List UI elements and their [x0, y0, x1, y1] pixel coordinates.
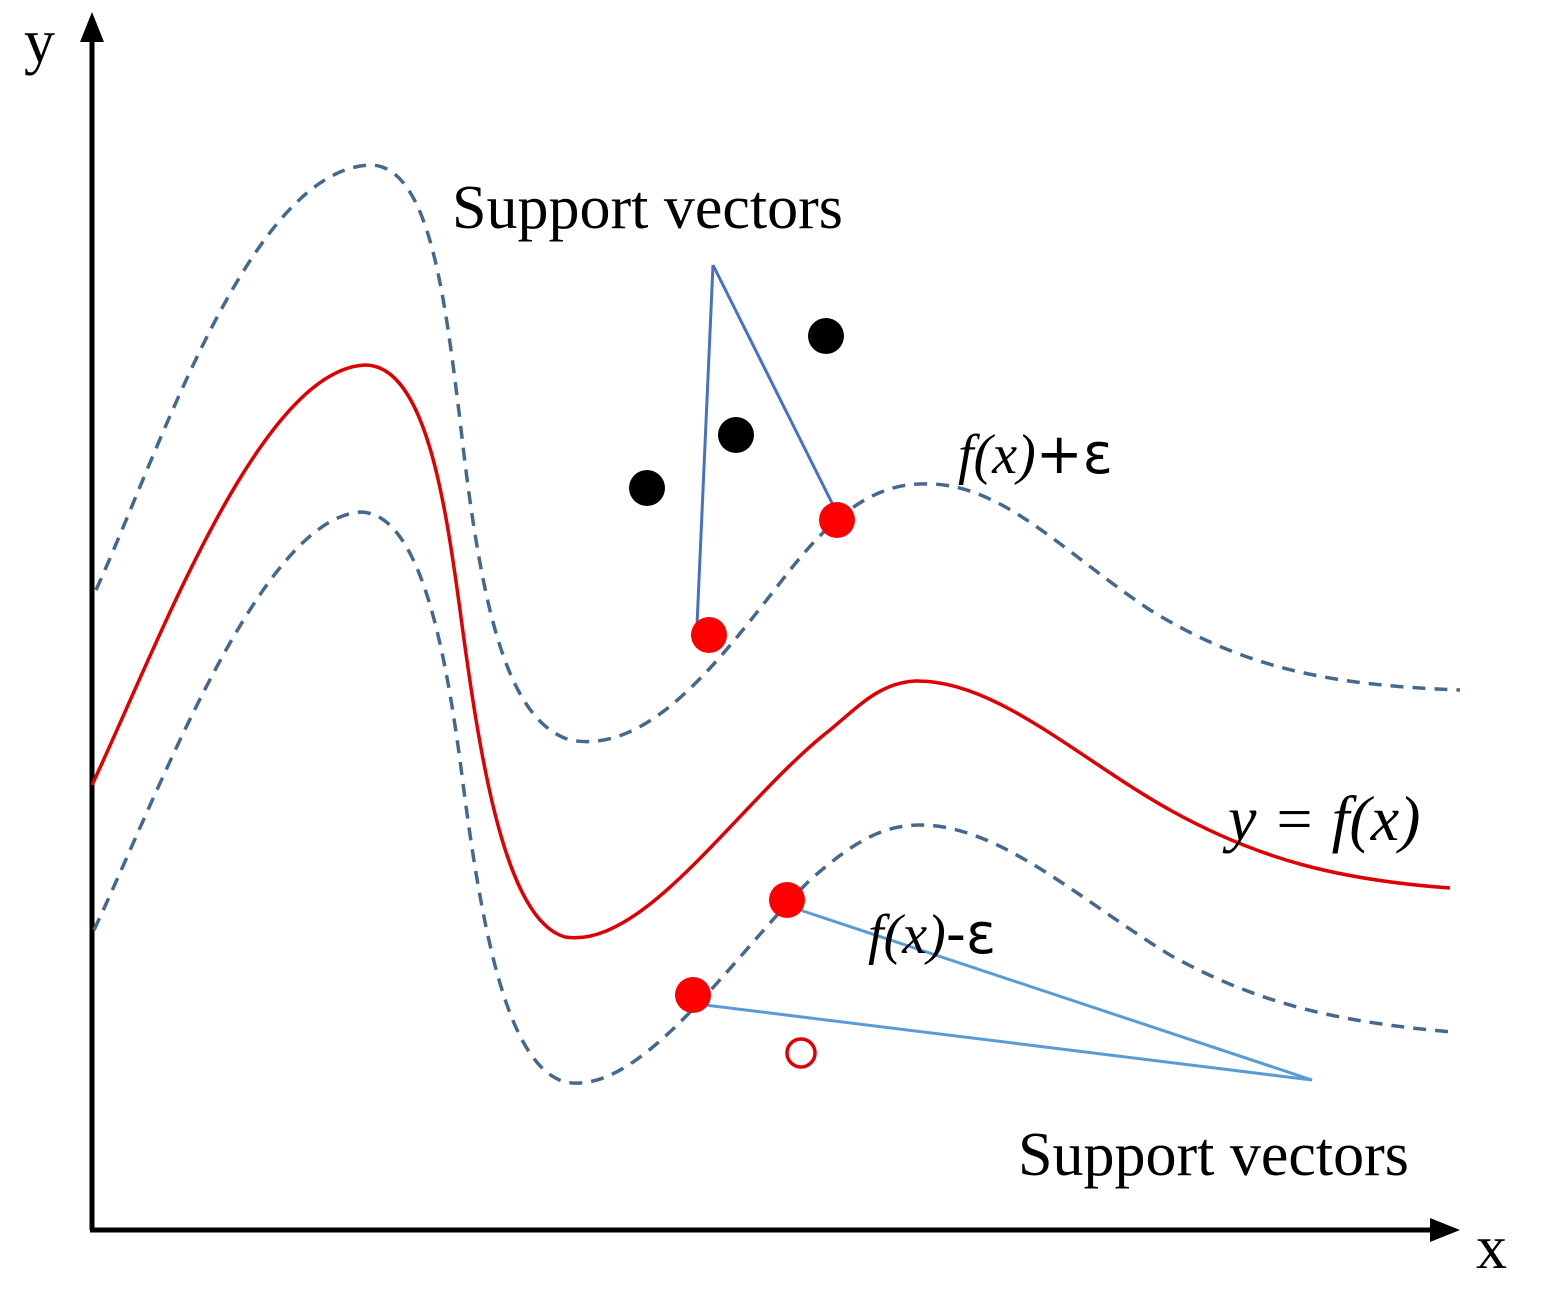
regression-label: y = f(x): [1222, 783, 1420, 854]
upper-bound-suffix: +ε: [1036, 422, 1113, 487]
outside-point: [718, 417, 754, 453]
support-vector-point: [769, 882, 805, 918]
lower-bound-curve: [92, 510, 1453, 1085]
support-vectors-bottom-label: Support vectors: [1018, 1121, 1409, 1189]
lower-bound-suffix: -ε: [946, 902, 996, 967]
pointer-line-top-right: [711, 264, 836, 508]
pointer-line-top-left: [695, 264, 715, 626]
regression-curve: [90, 363, 1451, 940]
upper-bound-fn: f(x): [958, 424, 1036, 486]
lower-bound-label: f(x)-ε: [868, 902, 996, 967]
y-axis-arrow-icon: [80, 12, 104, 42]
support-vector-point: [819, 502, 855, 538]
pointer-line-bottom-upper: [799, 908, 1313, 1082]
upper-bound-label: f(x)+ε: [958, 422, 1113, 487]
support-vector-point: [691, 617, 727, 653]
outside-point: [629, 470, 665, 506]
support-vectors-top-label: Support vectors: [452, 174, 843, 242]
outside-point: [808, 318, 844, 354]
open-point: [785, 1037, 817, 1069]
support-vector-point: [675, 977, 711, 1013]
x-axis-arrow-icon: [1430, 1218, 1460, 1242]
lower-bound-fn: f(x): [868, 904, 946, 966]
pointer-line-bottom-lower: [704, 1003, 1313, 1082]
y-axis-label: y: [24, 8, 55, 76]
x-axis-label: x: [1476, 1214, 1507, 1282]
upper-bound-curve: [94, 163, 1461, 744]
